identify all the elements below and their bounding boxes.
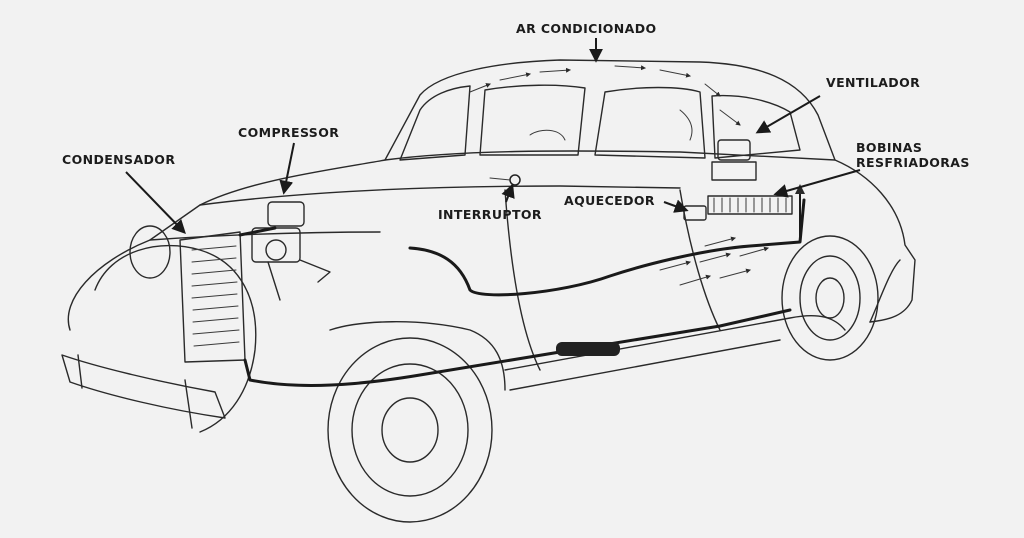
blower-unit bbox=[711, 139, 757, 181]
refrigerant-lines bbox=[238, 174, 806, 387]
heater-unit bbox=[683, 205, 707, 221]
label-condenser: CONDENSADOR bbox=[62, 152, 176, 167]
label-switch: INTERRUPTOR bbox=[438, 207, 542, 222]
receiver-drier bbox=[556, 342, 620, 356]
switch-knob bbox=[509, 174, 521, 186]
car-body bbox=[61, 59, 916, 523]
label-air-conditioning: AR CONDICIONADO bbox=[516, 21, 657, 36]
cooling-coils-unit bbox=[707, 184, 805, 240]
condenser-unit bbox=[179, 231, 246, 363]
label-cooling-coils-line1: BOBINAS bbox=[856, 140, 923, 155]
label-heater: AQUECEDOR bbox=[564, 193, 655, 208]
compressor-unit bbox=[251, 201, 331, 301]
front-wheel bbox=[327, 337, 493, 523]
label-cooling-coils-line2: RESFRIADORAS bbox=[856, 155, 970, 170]
label-compressor: COMPRESSOR bbox=[238, 125, 340, 140]
rear-wheel bbox=[781, 235, 879, 361]
label-blower: VENTILADOR bbox=[826, 75, 921, 90]
leader-arrows bbox=[125, 38, 861, 235]
floor-airflow-arrows bbox=[659, 236, 769, 286]
